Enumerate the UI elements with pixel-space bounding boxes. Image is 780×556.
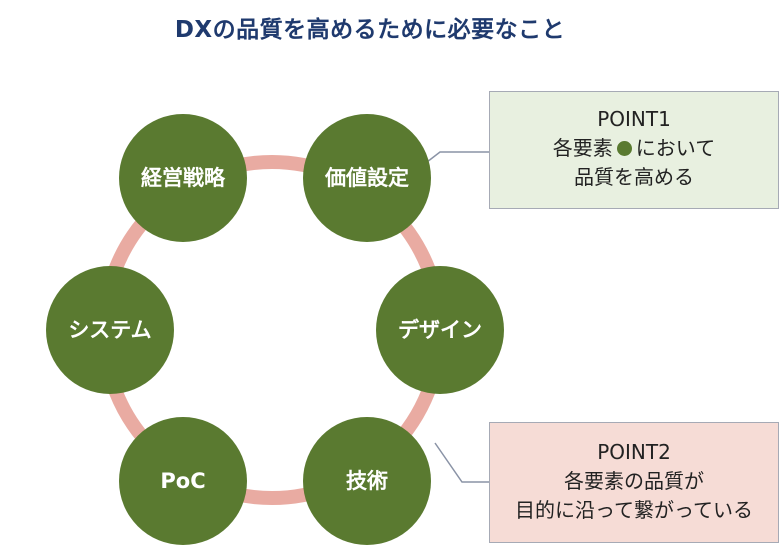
connector-point2	[434, 442, 489, 483]
point1-line3: 品質を高める	[574, 165, 694, 189]
node-tech: 技術	[303, 417, 431, 545]
node-label-design: デザイン	[398, 318, 482, 342]
point2-box: POINT2 各要素の品質が 目的に沿って繋がっている	[489, 422, 779, 543]
point2-line2: 各要素の品質が	[564, 469, 704, 493]
point1-line2: 各要素において	[490, 134, 778, 163]
point2-line3: 目的に沿って繋がっている	[515, 498, 753, 522]
node-system: システム	[46, 266, 174, 394]
page-title: DXの品質を高めるために必要なこと	[174, 17, 566, 43]
point1-line2-after: において	[635, 136, 716, 160]
green-dot-icon	[616, 141, 632, 156]
node-label-value: 価値設定	[324, 166, 409, 190]
node-label-strategy: 経営戦略	[141, 166, 226, 190]
point2-heading: POINT2	[597, 440, 671, 464]
node-design: デザイン	[376, 266, 504, 394]
node-strategy: 経営戦略	[119, 114, 247, 242]
point1-box: POINT1 各要素において 品質を高める	[489, 91, 779, 209]
node-label-poc: PoC	[160, 469, 205, 493]
node-poc: PoC	[119, 417, 247, 545]
point1-line2-before: 各要素	[552, 136, 613, 160]
node-value: 価値設定	[303, 114, 431, 242]
node-label-system: システム	[68, 318, 151, 342]
node-label-tech: 技術	[346, 469, 388, 493]
point1-heading: POINT1	[597, 107, 671, 131]
